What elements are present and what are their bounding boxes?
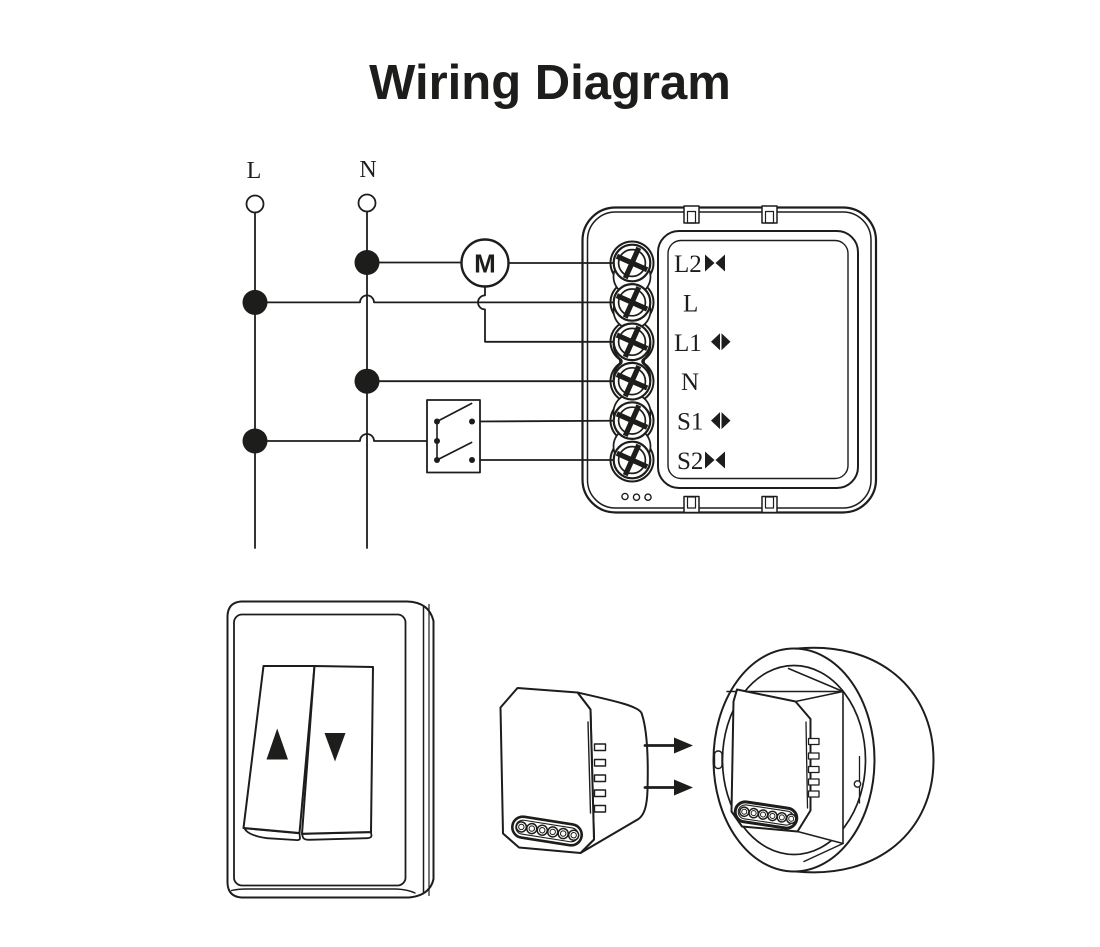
- wall-switch-symbol: [426, 399, 481, 474]
- module-3d-clips: [593, 743, 607, 813]
- live-terminal-circle: [245, 194, 265, 214]
- module-label-panel-inner: [667, 239, 849, 480]
- junction-dot: [242, 289, 268, 315]
- box-screw-slot: [713, 750, 723, 770]
- module-label-panel: [657, 230, 859, 489]
- up-arrow-icon: [266, 728, 288, 760]
- wire-switch-to-s1: [471, 419, 633, 423]
- module-in-box-clips: [807, 737, 820, 798]
- box-screw-hole: [853, 780, 862, 788]
- triangles-inward-icon: [705, 451, 725, 469]
- wires: [254, 261, 633, 461]
- arrow-right-icon: [643, 737, 693, 754]
- module-in-box-terminal-strip: [733, 800, 799, 830]
- arrow-right-icon: [643, 779, 693, 796]
- triangles-inward-icon: [705, 254, 725, 272]
- round-wall-box: [712, 646, 935, 874]
- module-mount-tabs: [683, 205, 778, 514]
- junction-dots: [242, 250, 380, 454]
- live-supply-label: L: [247, 158, 262, 184]
- motor-icon: M: [460, 238, 510, 288]
- wall-switch-plate: [226, 600, 435, 899]
- wire-live-to-switch: [254, 433, 437, 442]
- module-3d: [499, 687, 649, 854]
- switch-arm-up: [436, 402, 473, 423]
- junction-dot: [354, 368, 380, 394]
- module-in-box-front: [730, 688, 812, 833]
- terminal-label-l: L: [683, 290, 698, 317]
- neutral-supply-label: N: [359, 157, 376, 183]
- module-vent-holes: [621, 492, 652, 502]
- triangles-outward-icon: [711, 412, 731, 430]
- module-in-box: [730, 688, 844, 845]
- page-title: Wiring Diagram: [369, 56, 731, 110]
- plate-front-face: [233, 613, 407, 887]
- installation-illustration: [226, 600, 935, 899]
- module-3d-seam: [587, 721, 592, 814]
- terminal-label-l1: L1: [674, 330, 702, 357]
- plate-bottom-bevel: [230, 888, 416, 894]
- module-3d-front: [499, 687, 595, 854]
- module-in-box-seam: [805, 721, 809, 809]
- terminal-label-n: N: [681, 369, 699, 396]
- relay-module: [581, 205, 878, 514]
- wire-motor-to-l1: [477, 285, 633, 343]
- junction-dot: [354, 250, 380, 275]
- insert-arrows: [643, 737, 693, 796]
- terminal-label-l2: L2: [674, 251, 702, 278]
- rocker-up-lip: [243, 827, 301, 841]
- switch-arm-down: [436, 441, 473, 461]
- terminal-label-s2: S2: [677, 448, 703, 475]
- module-inner-case: [586, 211, 872, 509]
- neutral-terminal-circle: [357, 193, 377, 213]
- wire-live-to-l: [254, 294, 633, 304]
- box-front-rim: [712, 647, 876, 873]
- triangles-outward-icon: [711, 333, 731, 351]
- junction-dot: [242, 428, 268, 454]
- rocker-buttons: [242, 665, 374, 841]
- down-arrow-icon: [324, 733, 346, 762]
- module-3d-side: [576, 691, 649, 854]
- module-3d-terminal-strip: [511, 815, 583, 847]
- box-body: [795, 646, 935, 874]
- motor-label: M: [474, 249, 496, 279]
- terminal-labels: L2 L L1 N S1 S2: [674, 251, 731, 475]
- upper-schematic: L N: [242, 157, 878, 549]
- terminal-label-s1: S1: [677, 409, 703, 436]
